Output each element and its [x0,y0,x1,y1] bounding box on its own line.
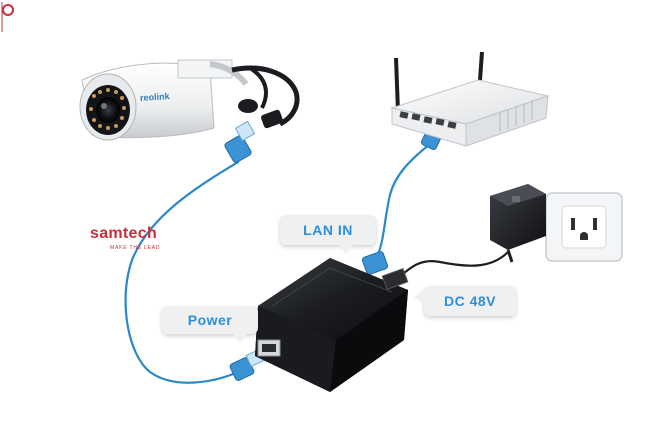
callout-power-text: Power [187,312,233,328]
samtech-logo-wordmark: samtech [90,225,158,242]
samtech-logo-tagline: MAKE THE LEAD [110,245,161,251]
ethernet-cable-camera [124,160,240,384]
rj45-plug-camera [224,120,256,163]
antenna-right [478,51,484,81]
callout-dc-48v-text: DC 48V [443,293,497,309]
rj45-plug-lan-in [361,251,389,275]
router-vents [499,100,533,132]
wall-socket [545,192,623,262]
ir-led-ring [89,88,126,130]
samtech-logo [1,2,14,32]
callout-dc-48v: DC 48V [424,286,516,316]
ip-camera [79,59,300,141]
router-ports [399,111,457,129]
wifi-router [390,51,550,147]
dc-power-cable [396,250,510,280]
callout-lan-in-text: LAN IN [303,222,353,238]
callout-lan-in: LAN IN [280,215,376,245]
callout-power: Power [162,306,258,334]
lan-port [381,268,409,290]
power-adapter [490,184,546,263]
poe-injector [255,258,409,392]
antenna-left [394,57,400,113]
callout-power-pointer [232,333,248,343]
callout-lan-in-pointer [338,244,354,254]
camera-brand-label: reolink [139,90,170,104]
callout-dc-48v-pointer [414,290,424,304]
ethernet-cable-router [374,142,432,260]
